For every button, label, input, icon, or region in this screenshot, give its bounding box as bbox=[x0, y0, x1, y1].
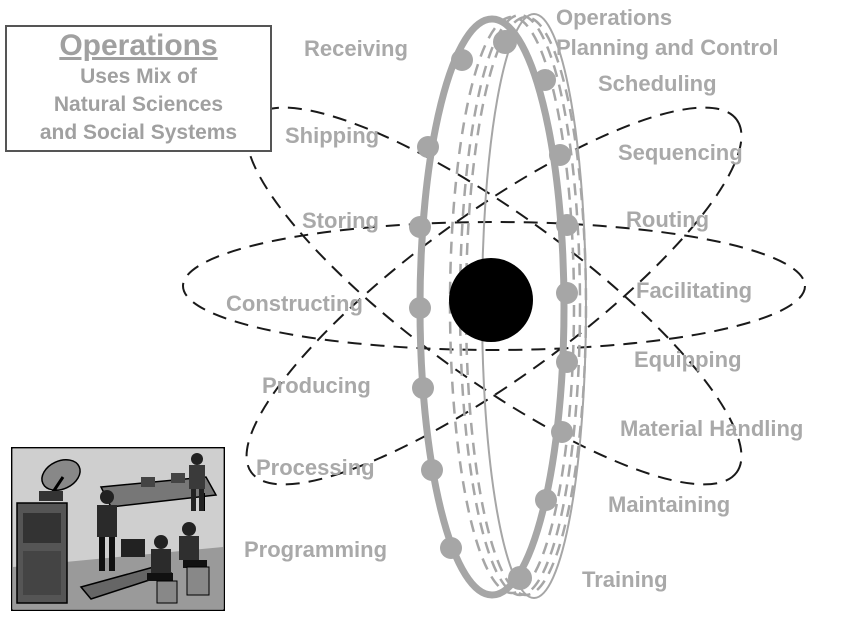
label-material-handling: Material Handling bbox=[620, 416, 804, 441]
title-line-3: and Social Systems bbox=[39, 121, 238, 144]
nucleus bbox=[449, 258, 533, 342]
dot-producing bbox=[412, 377, 434, 399]
label-maintaining: Maintaining bbox=[608, 492, 731, 517]
label-receiving: Receiving bbox=[304, 36, 408, 61]
dot-processing bbox=[421, 459, 443, 481]
dot-sequencing bbox=[549, 144, 571, 166]
title-box: Operations Uses Mix of Natural Sciences … bbox=[5, 25, 272, 152]
label-shipping: Shipping bbox=[285, 123, 380, 148]
dot-material-handling bbox=[551, 421, 573, 443]
dot-programming bbox=[440, 537, 462, 559]
dot-scheduling bbox=[534, 69, 556, 91]
label-routing: Routing bbox=[626, 207, 710, 232]
dot-routing bbox=[556, 214, 578, 236]
dot-equipping bbox=[556, 351, 578, 373]
dot-training bbox=[508, 566, 532, 590]
diagonal-orbit-right bbox=[245, 106, 743, 486]
dot-facilitating bbox=[556, 282, 578, 304]
label-sequencing: Sequencing bbox=[618, 140, 743, 165]
title-line-1: Uses Mix of bbox=[80, 65, 197, 88]
dot-shipping bbox=[417, 136, 439, 158]
dot-storing bbox=[409, 216, 431, 238]
label-scheduling: Scheduling bbox=[598, 71, 717, 96]
horizontal-orbit bbox=[182, 221, 806, 351]
dot-receiving bbox=[451, 49, 473, 71]
label-facilitating: Facilitating bbox=[636, 278, 753, 303]
label-programming: Programming bbox=[244, 537, 388, 562]
title-line-2: Natural Sciences bbox=[53, 93, 224, 116]
label-planning-and-control: Planning and Control bbox=[556, 35, 779, 60]
electron-dots bbox=[409, 30, 578, 590]
factory-workers-illustration-icon bbox=[11, 447, 225, 611]
dot-constructing bbox=[409, 297, 431, 319]
dot-maintaining bbox=[535, 489, 557, 511]
label-processing: Processing bbox=[256, 455, 375, 480]
label-operations: Operations bbox=[556, 5, 673, 30]
label-constructing: Constructing bbox=[226, 291, 363, 316]
title-heading: Operations bbox=[59, 29, 218, 62]
dot-top bbox=[493, 30, 517, 54]
label-producing: Producing bbox=[262, 373, 371, 398]
label-training: Training bbox=[582, 567, 668, 592]
label-storing: Storing bbox=[302, 208, 379, 233]
label-equipping: Equipping bbox=[634, 347, 742, 372]
